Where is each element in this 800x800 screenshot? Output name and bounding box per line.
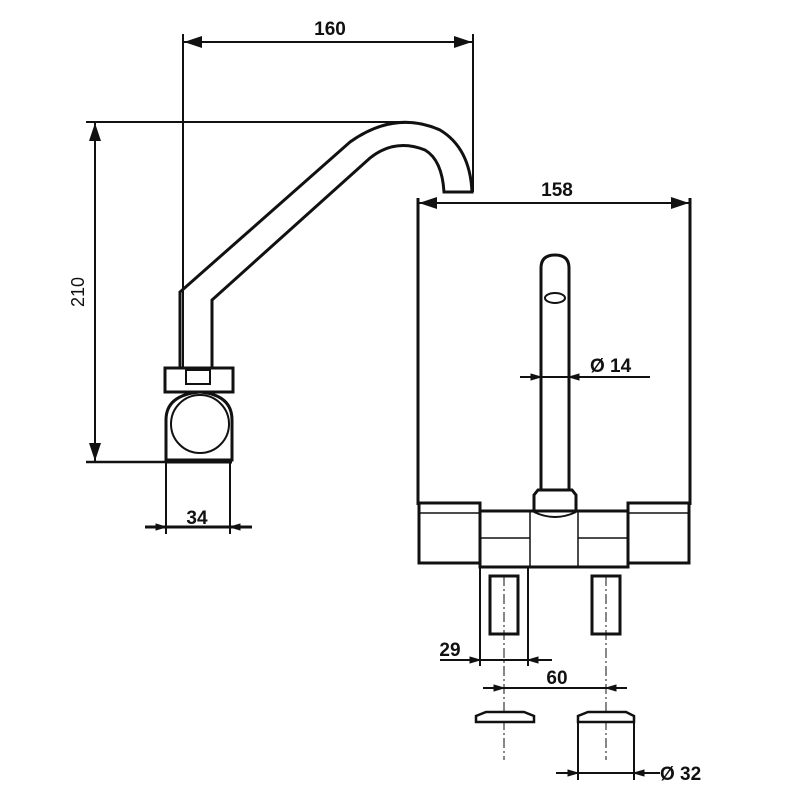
collar-notch <box>185 369 211 385</box>
body-side <box>164 390 234 462</box>
label-29: 29 <box>439 640 460 661</box>
spout-front <box>539 253 571 490</box>
left-handle <box>417 501 482 565</box>
lever-circle <box>170 394 230 454</box>
left-washer <box>474 710 536 724</box>
right-washer <box>576 710 636 724</box>
center-body <box>478 509 630 569</box>
spout-side <box>178 120 474 368</box>
label-158: 158 <box>541 180 573 201</box>
collar <box>163 366 235 394</box>
label-34: 34 <box>186 508 208 529</box>
label-diameter-32: Ø 32 <box>660 764 701 785</box>
label-60: 60 <box>546 668 567 689</box>
spout-outlet <box>544 292 566 304</box>
right-handle <box>626 501 691 565</box>
front-view <box>416 197 692 780</box>
label-160: 160 <box>314 19 346 40</box>
label-210: 210 <box>68 277 88 307</box>
spout-collar <box>532 488 578 512</box>
label-diameter-14: Ø 14 <box>590 356 632 377</box>
side-view <box>86 34 474 534</box>
